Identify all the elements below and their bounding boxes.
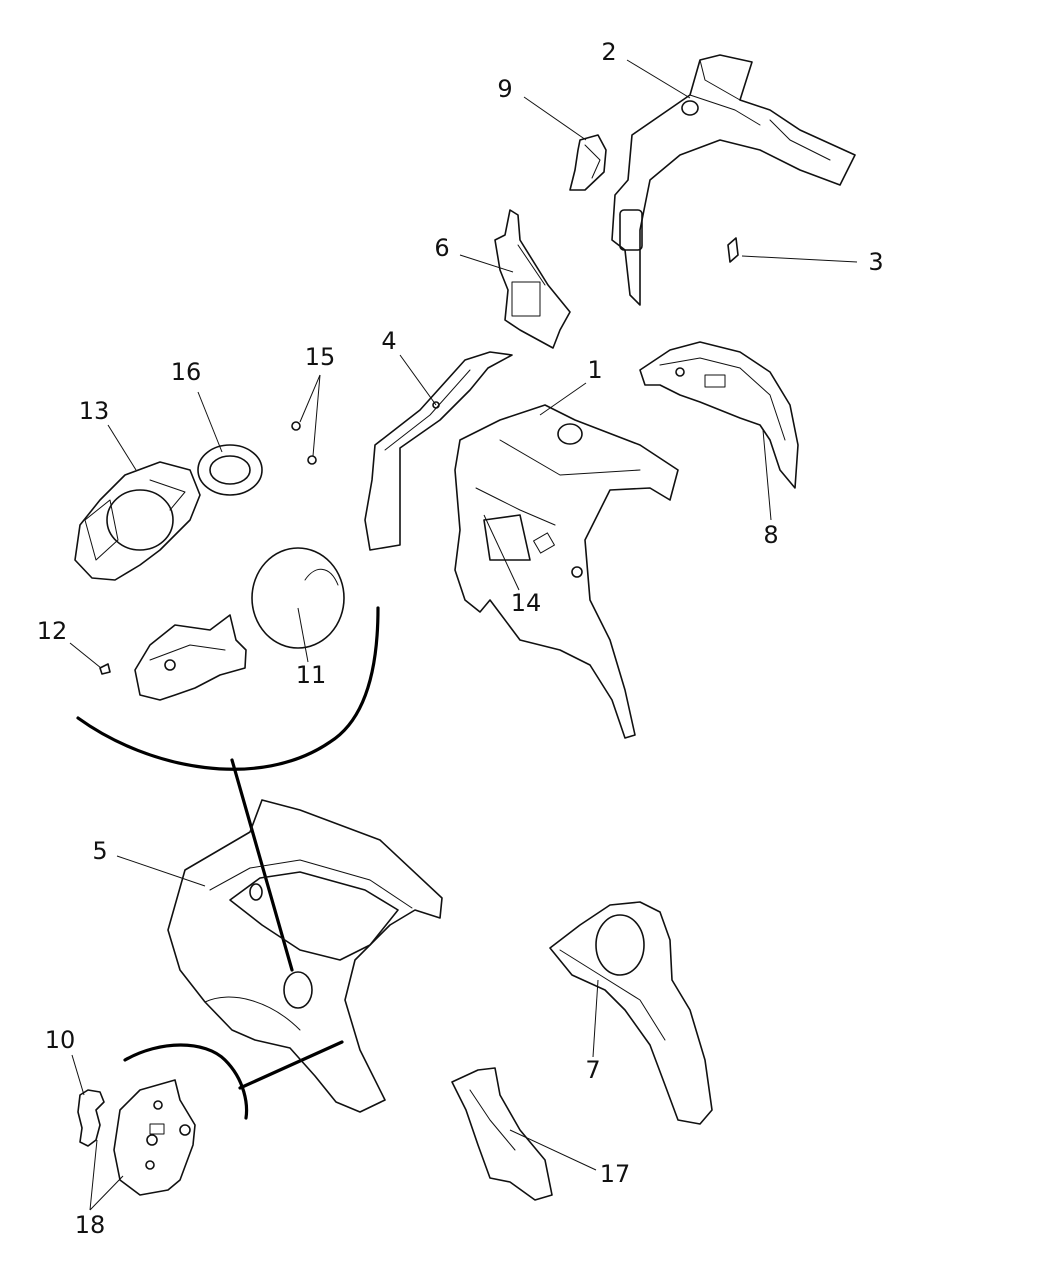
part-7-wheelhouse-outer bbox=[549, 901, 713, 1125]
callout-10: 10 bbox=[44, 1026, 76, 1054]
leader-lines bbox=[69, 59, 858, 1211]
callout-12: 12 bbox=[36, 617, 68, 645]
callout-18: 18 bbox=[74, 1211, 106, 1239]
part-3-clip bbox=[727, 237, 739, 263]
detail-connector-upper bbox=[230, 758, 294, 972]
callout-15: 15 bbox=[304, 343, 336, 371]
part-2-upper-rail bbox=[611, 54, 856, 306]
detail-circle-lower bbox=[123, 1043, 249, 1120]
part-6-reinforcement bbox=[494, 209, 571, 349]
part-18-jack-bracket bbox=[113, 1079, 196, 1196]
part-15-fasteners bbox=[291, 421, 317, 465]
fuel-door-hinge bbox=[134, 614, 247, 701]
callout-6: 6 bbox=[434, 234, 450, 262]
part-4-pillar-reinforcement bbox=[364, 351, 513, 551]
part-1-inner-quarter-panel bbox=[454, 404, 679, 739]
part-5-outer-quarter-panel bbox=[167, 799, 443, 1113]
part-10-clip bbox=[77, 1089, 105, 1147]
callout-9: 9 bbox=[497, 75, 513, 103]
part-16-grommet bbox=[197, 444, 263, 496]
callout-16: 16 bbox=[170, 358, 202, 386]
callout-4: 4 bbox=[381, 327, 397, 355]
callout-14: 14 bbox=[510, 589, 542, 617]
callout-1: 1 bbox=[587, 356, 603, 384]
callout-2: 2 bbox=[601, 38, 617, 66]
part-17-lower-reinforcement bbox=[451, 1067, 553, 1201]
callout-5: 5 bbox=[92, 837, 108, 865]
part-13-fuel-filler-housing bbox=[74, 461, 201, 581]
callout-8: 8 bbox=[763, 521, 779, 549]
callout-13: 13 bbox=[78, 397, 110, 425]
part-11-fuel-door bbox=[251, 547, 345, 649]
part-9-bracket bbox=[569, 134, 607, 191]
detail-connector-lower bbox=[238, 1040, 344, 1090]
callout-3: 3 bbox=[868, 248, 884, 276]
part-12-screw bbox=[99, 663, 111, 675]
part-8-wheelhouse-liner bbox=[639, 341, 799, 489]
callout-11: 11 bbox=[295, 661, 327, 689]
callout-17: 17 bbox=[599, 1160, 631, 1188]
detail-circle-upper bbox=[76, 606, 380, 771]
callout-7: 7 bbox=[585, 1056, 601, 1084]
